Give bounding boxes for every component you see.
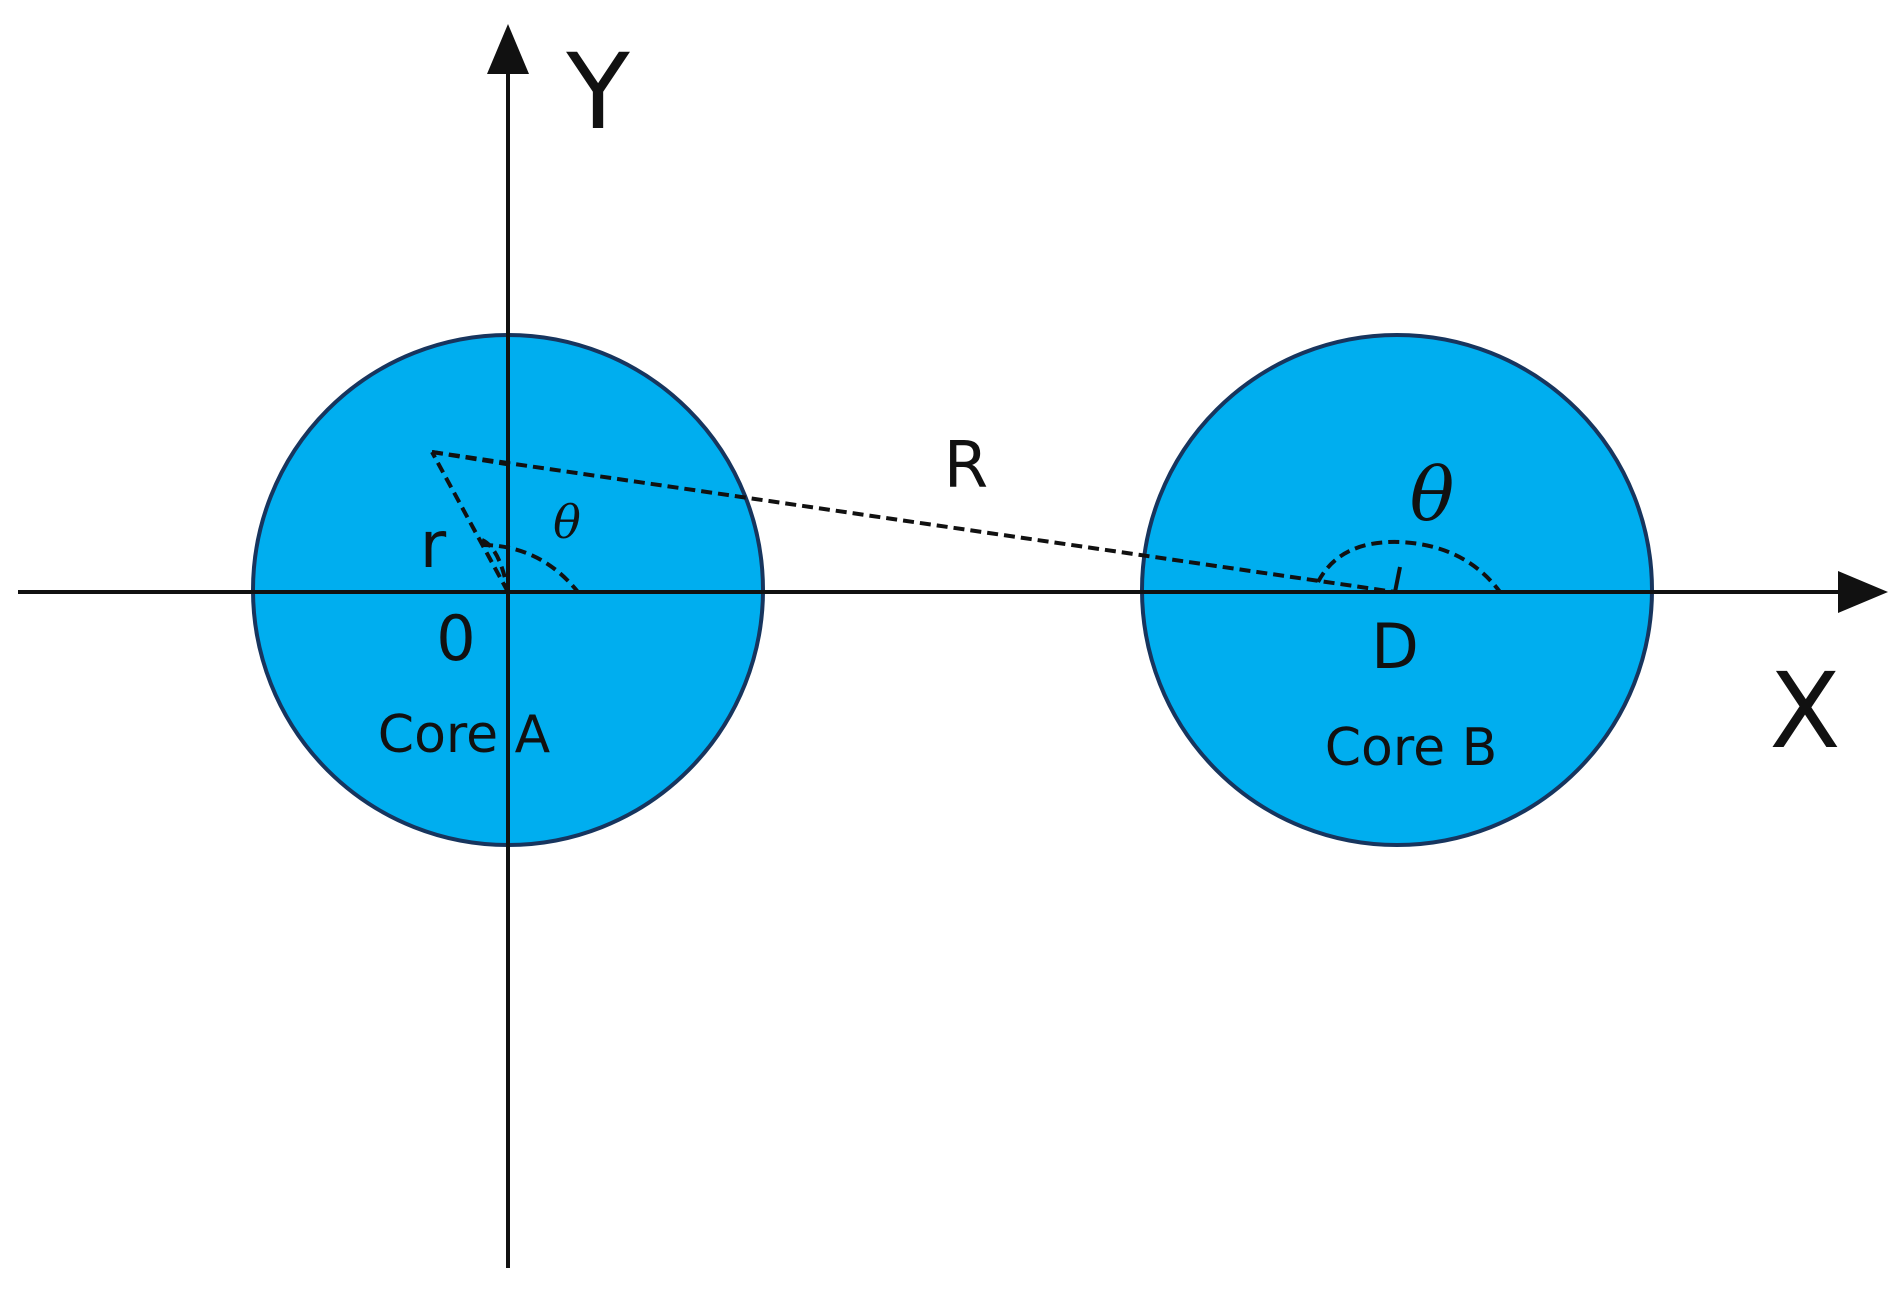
theta-b-label: θ	[1410, 452, 1455, 538]
point-d-label: D	[1371, 610, 1419, 683]
theta-b-arc	[1316, 539, 1502, 594]
y-axis-arrowhead	[487, 24, 529, 74]
y-axis-label: Y	[565, 31, 630, 153]
r-vector-dashed	[430, 451, 510, 593]
core-a-label: Core A	[378, 705, 551, 765]
x-axis-arrowhead	[1838, 571, 1888, 613]
x-axis-label: X	[1769, 650, 1840, 772]
R-vector-dashed	[431, 450, 1396, 594]
origin-label: 0	[436, 602, 475, 675]
big-r-label: R	[944, 429, 988, 503]
small-r-label: r	[420, 509, 447, 583]
r-small-arc	[481, 538, 510, 593]
theta-a-label: θ	[553, 495, 581, 549]
theta-a-arc	[481, 543, 580, 594]
core-b-label: Core B	[1325, 718, 1498, 778]
theta-b-tick	[1393, 566, 1402, 593]
